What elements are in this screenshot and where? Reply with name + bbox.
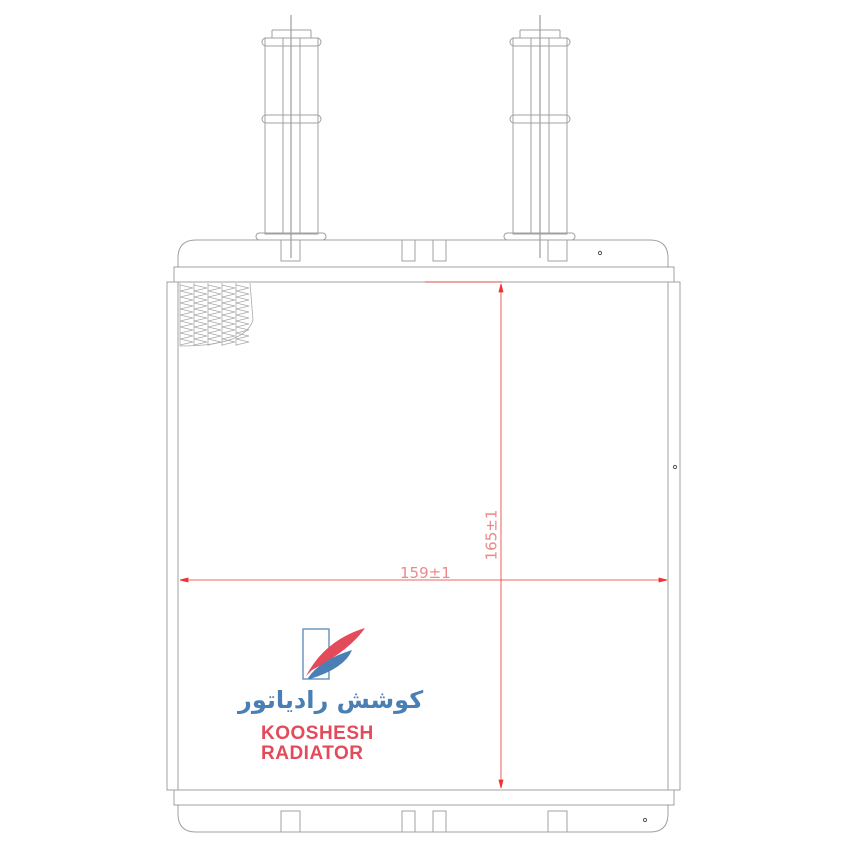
dimension-lines xyxy=(179,281,668,789)
fin-zigzag xyxy=(221,284,236,346)
logo-persian-text: کوشش رادیاتور xyxy=(238,686,424,714)
fin-cutaway-edge xyxy=(179,282,254,347)
logo-mark xyxy=(302,628,365,680)
fin-zigzag xyxy=(207,284,222,346)
width-dimension-label: 159±1 xyxy=(400,564,451,582)
height-dimension-label: 165±1 xyxy=(482,509,501,561)
top-tank xyxy=(173,239,675,283)
right-pipe xyxy=(503,15,576,258)
fin-zigzag xyxy=(193,284,208,346)
fin-zigzag xyxy=(235,284,250,346)
fin-pattern xyxy=(179,282,254,347)
left-pipe xyxy=(255,15,327,258)
bottom-tank xyxy=(173,789,675,833)
fin-zigzag xyxy=(179,284,194,346)
logo-text-line2: RADIATOR xyxy=(261,743,364,764)
logo-text-line1: KOOSHESH xyxy=(261,723,374,744)
